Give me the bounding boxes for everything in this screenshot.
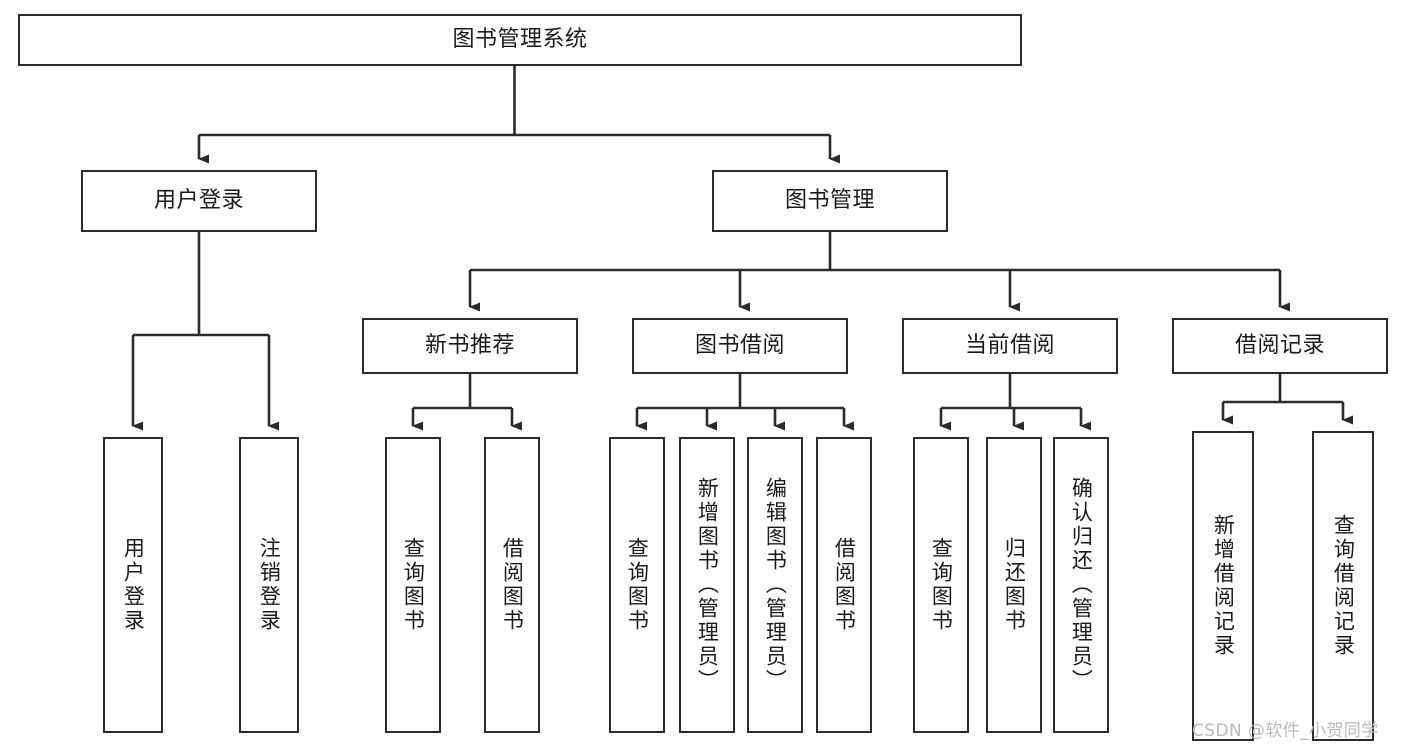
node-图书管理[interactable]: 图书管理: [712, 170, 948, 232]
node-label: 查询图书: [929, 537, 954, 633]
node-label: 借阅记录: [1234, 333, 1325, 359]
node-借阅图书-leaf[interactable]: 借阅图书: [484, 437, 540, 733]
node-label: 用户登录: [121, 537, 146, 633]
node-label: 新增图书（管理员）: [695, 477, 720, 693]
node-借阅图书-leaf[interactable]: 借阅图书: [816, 437, 872, 733]
node-新书推荐[interactable]: 新书推荐: [362, 318, 578, 374]
node-label: 查询借阅记录: [1331, 514, 1356, 658]
node-查询图书-leaf[interactable]: 查询图书: [385, 437, 441, 733]
node-label: 图书管理系统: [452, 27, 588, 53]
node-用户登录-leaf[interactable]: 用户登录: [103, 437, 163, 733]
node-label: 归还图书: [1002, 537, 1027, 633]
node-label: 编辑图书（管理员）: [763, 477, 788, 693]
node-查询借阅记录-leaf[interactable]: 查询借阅记录: [1312, 431, 1374, 741]
node-新增图书管理员-leaf[interactable]: 新增图书（管理员）: [679, 437, 735, 733]
node-label: 查询图书: [401, 537, 426, 633]
node-label: 用户登录: [153, 188, 244, 214]
node-图书管理系统[interactable]: 图书管理系统: [18, 14, 1022, 66]
node-归还图书-leaf[interactable]: 归还图书: [986, 437, 1042, 733]
node-新增借阅记录-leaf[interactable]: 新增借阅记录: [1192, 431, 1254, 741]
node-label: 借阅图书: [500, 537, 525, 633]
node-借阅记录[interactable]: 借阅记录: [1172, 318, 1388, 374]
connector-lines: [131, 66, 1353, 431]
node-当前借阅[interactable]: 当前借阅: [902, 318, 1118, 374]
node-label: 新增借阅记录: [1211, 514, 1236, 658]
node-label: 图书管理: [784, 188, 875, 214]
node-图书借阅[interactable]: 图书借阅: [632, 318, 848, 374]
node-label: 确认归还（管理员）: [1069, 477, 1094, 693]
node-用户登录[interactable]: 用户登录: [81, 170, 317, 232]
node-label: 查询图书: [625, 537, 650, 633]
node-label: 图书借阅: [694, 333, 785, 359]
node-label: 借阅图书: [832, 537, 857, 633]
node-label: 当前借阅: [964, 333, 1055, 359]
node-label: 新书推荐: [424, 333, 515, 359]
node-编辑图书管理员-leaf[interactable]: 编辑图书（管理员）: [747, 437, 803, 733]
node-注销登录-leaf[interactable]: 注销登录: [239, 437, 299, 733]
node-确认归还管理员-leaf[interactable]: 确认归还（管理员）: [1053, 437, 1109, 733]
node-查询图书-leaf[interactable]: 查询图书: [913, 437, 969, 733]
node-查询图书-leaf[interactable]: 查询图书: [609, 437, 665, 733]
node-label: 注销登录: [257, 537, 282, 633]
